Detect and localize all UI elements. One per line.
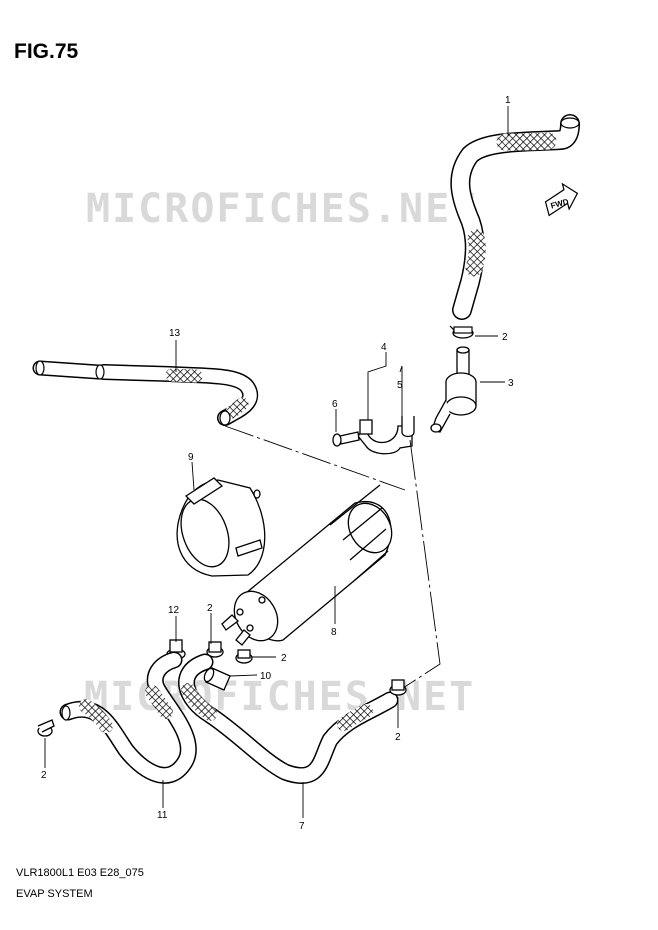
callout-part-8: 8: [331, 627, 337, 638]
watermark-bottom: MICROFICHES.NET: [84, 674, 475, 720]
callout-part-2-lower-left: 2: [41, 770, 47, 781]
part-2-clamp-lower-left: [37, 719, 55, 737]
part-1-hose: [450, 114, 580, 320]
callout-part-2-canister-b: 2: [281, 653, 287, 664]
part-6-bolt: [332, 431, 360, 447]
model-code: VLR1800L1 E03 E28_075: [16, 867, 144, 879]
callout-part-6: 6: [332, 399, 338, 410]
callout-part-13: 13: [169, 328, 181, 339]
callout-part-2-upper: 2: [502, 332, 508, 343]
callout-part-2-lower-right: 2: [395, 732, 401, 743]
connection-line-valve: [399, 439, 441, 691]
figure-title: FIG.75: [14, 40, 79, 63]
leader-lines: [44, 106, 509, 818]
part-7-hose: [178, 653, 399, 785]
section-name: EVAP SYSTEM: [16, 888, 93, 900]
part-13-hose: [32, 360, 259, 426]
watermark-top: MICROFICHES.NET: [86, 186, 477, 232]
part-2-clamp-upper: [449, 325, 474, 339]
callout-part-4: 4: [381, 342, 387, 353]
callout-part-9: 9: [188, 452, 194, 463]
callout-part-2-canister-a: 2: [207, 603, 213, 614]
part-10-hose: [203, 667, 231, 691]
part-2-clamp-lower-right: [389, 679, 407, 696]
part-2-clamp-canister-b: [235, 649, 253, 664]
callout-labels: 1 2 3 4 5 6 13 9 12 2 8 2 10 2 2 11 7: [41, 95, 514, 832]
forward-direction-arrow: FWD: [544, 182, 579, 217]
part-3-valve: [430, 346, 477, 433]
part-9-bracket: [176, 477, 266, 577]
callout-part-10: 10: [260, 671, 272, 682]
callout-part-11: 11: [157, 810, 168, 821]
part-2-clamp-canister-a: [206, 641, 224, 658]
callout-part-3: 3: [508, 378, 514, 389]
connection-line-13: [224, 425, 406, 491]
callout-part-7: 7: [299, 821, 305, 832]
callout-part-12: 12: [168, 605, 180, 616]
callout-part-5: 5: [397, 380, 403, 391]
part-4-bracket: [357, 416, 415, 455]
part-8-canister: [221, 484, 393, 646]
part-11-hose: [59, 651, 197, 784]
callout-part-1: 1: [505, 95, 511, 106]
